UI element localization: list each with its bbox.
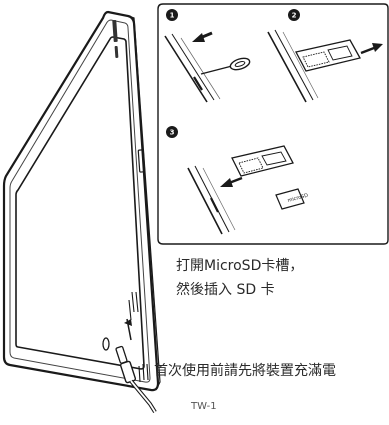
arrow-up-icon bbox=[124, 319, 132, 326]
model-code: TW-1 bbox=[191, 401, 217, 412]
tablet-bezel-inner bbox=[9, 19, 151, 383]
speaker-grill-upper bbox=[128, 291, 139, 321]
speaker-grill-lower bbox=[138, 363, 149, 383]
instruction-line-1: 打開MicroSD卡槽， bbox=[176, 258, 304, 274]
arrow-left-icon bbox=[192, 31, 213, 42]
card-tray-icon bbox=[295, 39, 361, 72]
charge-note: 首次使用前請先將裝置充滿電 bbox=[154, 363, 336, 379]
usb-c-cable-icon bbox=[115, 318, 157, 414]
tablet-side-edge bbox=[127, 15, 161, 391]
usb-c-port bbox=[102, 337, 110, 351]
tablet-illustration bbox=[2, 10, 161, 392]
power-button bbox=[114, 45, 119, 58]
tablet-screen bbox=[15, 36, 145, 370]
step-1-number: 1 bbox=[170, 12, 175, 20]
instruction-line-2: 然後插入 SD 卡 bbox=[176, 282, 275, 298]
step-3-panel: 3 microSD bbox=[166, 126, 309, 235]
volume-button bbox=[112, 19, 118, 43]
arrow-right-icon bbox=[360, 43, 383, 55]
step-2-panel: 2 bbox=[267, 9, 383, 103]
step-2-number: 2 bbox=[292, 12, 297, 20]
step-3-number: 3 bbox=[170, 129, 175, 137]
microsd-card-label: microSD bbox=[287, 193, 309, 204]
card-slot-highlight bbox=[137, 149, 146, 173]
microsd-card-icon: microSD bbox=[275, 188, 309, 210]
card-tray-inserted-icon bbox=[231, 145, 294, 177]
arrow-left-insert-icon bbox=[220, 176, 243, 187]
sim-eject-pin-icon bbox=[200, 57, 251, 75]
step-1-panel: 1 bbox=[164, 9, 251, 103]
